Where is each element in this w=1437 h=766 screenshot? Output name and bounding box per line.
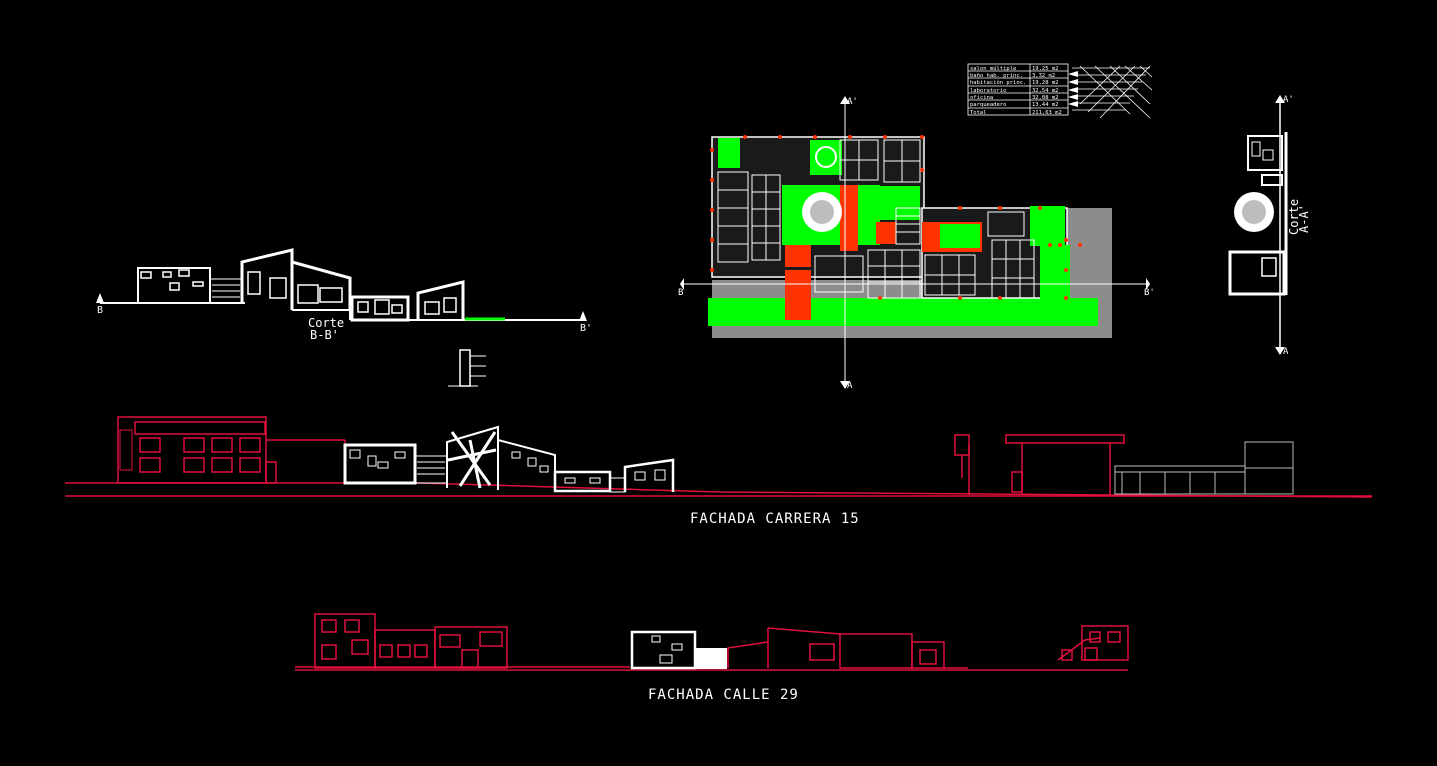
plan-marker-left-label: B	[678, 288, 683, 298]
area-row-value: 211,63 m2	[1032, 110, 1062, 116]
area-row-value: 19,25 m2	[1032, 66, 1059, 72]
marker-b-right	[579, 311, 587, 321]
area-row-name: habitación princ.	[970, 79, 1026, 86]
section-aa-marker-top	[1275, 95, 1285, 103]
plan-marker-bottom-label: A	[847, 381, 853, 391]
section-aa-marker-bottom-label: A	[1283, 347, 1289, 357]
area-row-name: baño hab. princ.	[970, 73, 1023, 79]
plan-marker-top-label: A'	[847, 97, 858, 107]
plan-marker-right	[1146, 278, 1150, 290]
area-row-value: 13,44 m2	[1032, 102, 1059, 108]
area-row-value: 3,32 m2	[1032, 73, 1055, 79]
plan-marker-right-label: B'	[1144, 288, 1155, 298]
section-aa-marker-bottom	[1275, 347, 1285, 355]
area-row-name: salon múltiple	[970, 65, 1016, 72]
elevation-carrera-15	[65, 416, 1373, 498]
section-bb-markers: B B' Corte B-B'	[96, 293, 592, 342]
section-aa: A' A Corte A-A'	[1228, 95, 1311, 357]
area-row-value: 19,28 m2	[1032, 80, 1059, 86]
plan-marker-bottom	[840, 381, 850, 389]
section-bb-title-1: Corte	[308, 316, 344, 330]
section-aa-marker-top-label: A'	[1283, 95, 1294, 105]
area-row-value: 32,08 m2	[1032, 95, 1059, 101]
marker-b-left	[96, 293, 104, 303]
elevation-calle-29-title: FACHADA CALLE 29	[648, 687, 799, 703]
area-row-name: Total	[970, 110, 987, 116]
area-table: salon múltiple 19,25 m2 baño hab. princ.…	[967, 63, 1153, 119]
section-aa-title-1: Corte	[1287, 199, 1301, 235]
section-bb	[100, 248, 585, 387]
plan-marker-left	[680, 278, 684, 290]
area-row-name: oficina	[970, 95, 993, 101]
area-row-name: parqueadero	[970, 102, 1006, 108]
elevation-carrera-15-title: FACHADA CARRERA 15	[690, 511, 860, 527]
marker-b-left-label: B	[97, 305, 103, 316]
site-plan: A' A B B'	[678, 96, 1155, 391]
marker-b-right-label: B'	[580, 323, 592, 334]
area-row-value: 32,54 m2	[1032, 88, 1059, 94]
section-bb-title-2: B-B'	[310, 328, 339, 342]
plan-marker-top	[840, 96, 850, 104]
section-aa-title-2: A-A'	[1297, 204, 1311, 233]
elevation-calle-29	[295, 613, 1129, 671]
area-row-name: laboratorio	[970, 88, 1006, 94]
